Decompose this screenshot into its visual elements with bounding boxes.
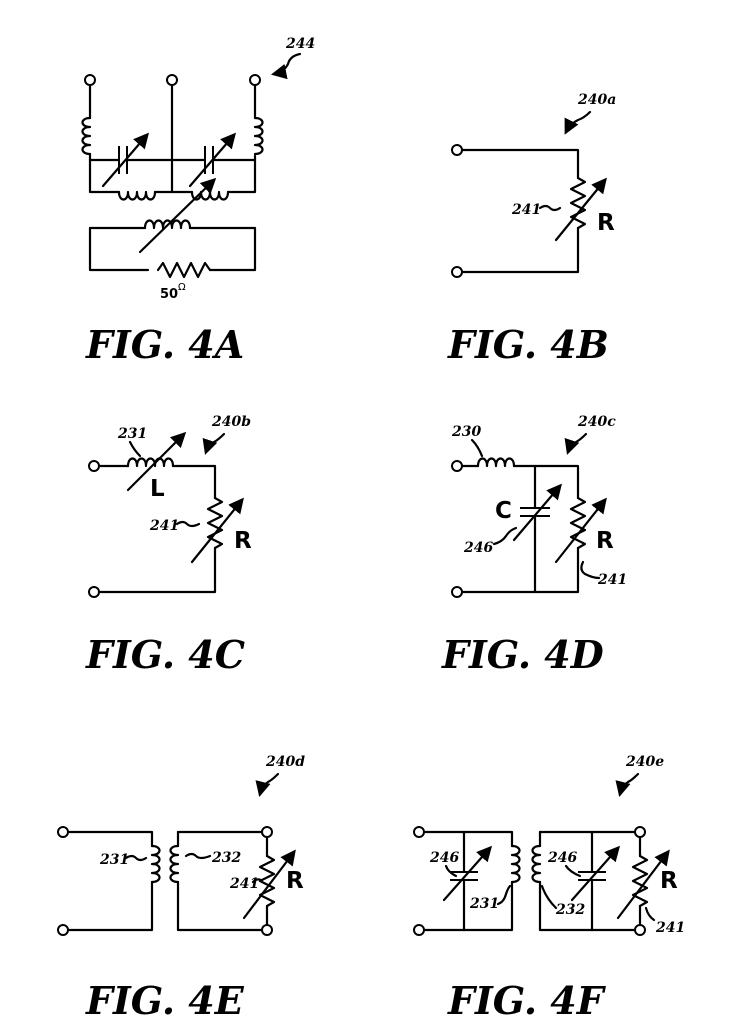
fig-4e-circuit: [57, 826, 296, 936]
fig-4f-terminal-in-bottom: [413, 924, 425, 936]
fig-4c-resistor-ref: 241: [149, 518, 179, 534]
fig-4d-inductor-ref: 230: [451, 424, 481, 440]
fig-4d-capacitor-symbol: C: [495, 498, 512, 524]
fig-4e: 240d 231 232 241 R FIG. 4E: [57, 754, 305, 1023]
fig-4e-ref: 240d: [265, 754, 305, 770]
fig-4c-terminal-bottom: [88, 586, 100, 598]
fig-4b-terminal-bottom: [451, 266, 463, 278]
fig-4f-terminal-out-bottom: [634, 924, 646, 936]
fig-4f-primary-ref: 231: [469, 896, 499, 912]
fig-4e-terminal-out-top: [261, 826, 273, 838]
fig-4f-terminal-in-top: [413, 826, 425, 838]
fig-4b-resistor-ref: 241: [511, 202, 541, 218]
fig-4b-circuit: [451, 144, 607, 278]
fig-4a-ref: 244: [285, 36, 315, 52]
fig-4a-resistor-unit: Ω: [178, 282, 186, 293]
fig-4a-terminal-left: [84, 74, 96, 86]
fig-4f-resistor-symbol: R: [660, 868, 678, 894]
fig-4c-resistor-symbol: R: [234, 528, 252, 554]
fig-4a-caption: FIG. 4A: [85, 322, 244, 367]
fig-4a: 50 Ω 244 FIG. 4A: [81, 36, 315, 367]
fig-4f-cap1-ref: 246: [429, 850, 459, 866]
fig-4c-caption: FIG. 4C: [85, 632, 245, 677]
fig-4f-resistor-ref: 241: [655, 920, 685, 936]
fig-4e-primary-ref: 231: [99, 852, 129, 868]
fig-4e-caption: FIG. 4E: [85, 978, 245, 1023]
fig-4d-ref: 240c: [577, 414, 616, 430]
fig-4a-terminal-middle: [166, 74, 178, 86]
fig-4d-resistor-ref: 241: [597, 572, 627, 588]
fig-4c-inductor-symbol: L: [150, 476, 165, 502]
fig-4d-caption: FIG. 4D: [441, 632, 604, 677]
fig-4b-caption: FIG. 4B: [447, 322, 609, 367]
fig-4f-cap2-ref: 246: [547, 850, 577, 866]
fig-4d-terminal-top: [451, 460, 463, 472]
fig-4a-circuit: [81, 74, 264, 279]
fig-4b-ref: 240a: [577, 92, 616, 108]
fig-4a-terminal-right: [249, 74, 261, 86]
fig-4f-circuit: [413, 826, 670, 936]
fig-4f-ref: 240e: [625, 754, 664, 770]
fig-4f-terminal-out-top: [634, 826, 646, 838]
fig-4b: 240a 241 R FIG. 4B: [447, 92, 616, 367]
fig-4c-circuit: [88, 431, 244, 598]
fig-4e-terminal-in-bottom: [57, 924, 69, 936]
fig-4e-resistor-ref: 241: [229, 876, 259, 892]
fig-4e-resistor-symbol: R: [286, 868, 304, 894]
fig-4b-terminal-top: [451, 144, 463, 156]
fig-4c-terminal-top: [88, 460, 100, 472]
fig-4e-terminal-in-top: [57, 826, 69, 838]
fig-4e-secondary-ref: 232: [211, 850, 241, 866]
fig-4f: 240e 246 246 231 232 R 241 FIG. 4F: [413, 754, 685, 1023]
fig-4f-caption: FIG. 4F: [447, 978, 607, 1023]
fig-4e-terminal-out-bottom: [261, 924, 273, 936]
fig-4d-capacitor-ref: 246: [463, 540, 493, 556]
fig-4d-terminal-bottom: [451, 586, 463, 598]
fig-4b-resistor-symbol: R: [597, 210, 615, 236]
fig-4a-resistor-value: 50: [160, 287, 178, 302]
fig-4c-inductor-ref: 231: [117, 426, 147, 442]
fig-4d: 240c 230 C 246 R 241 FIG. 4D: [441, 414, 627, 677]
fig-4f-secondary-ref: 232: [555, 902, 585, 918]
fig-4c-ref: 240b: [211, 414, 251, 430]
fig-4c: 240b 231 L 241 R FIG. 4C: [85, 414, 252, 677]
fig-4d-resistor-symbol: R: [596, 528, 614, 554]
fig-4d-circuit: [451, 457, 607, 598]
